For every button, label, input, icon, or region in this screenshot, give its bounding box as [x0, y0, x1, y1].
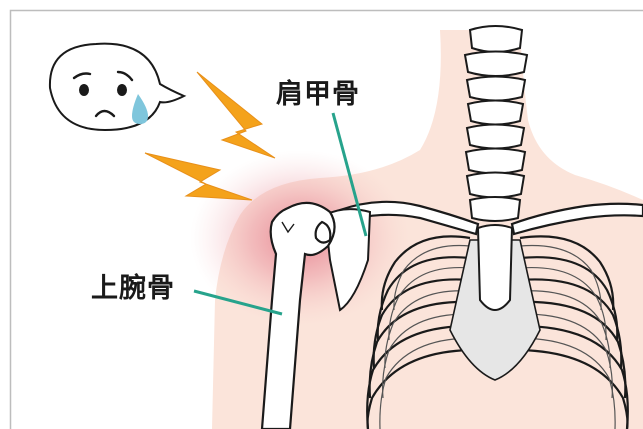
scapula-label: 肩甲骨 [276, 72, 360, 111]
sternum [478, 225, 512, 310]
humerus-label: 上腕骨 [91, 266, 175, 305]
